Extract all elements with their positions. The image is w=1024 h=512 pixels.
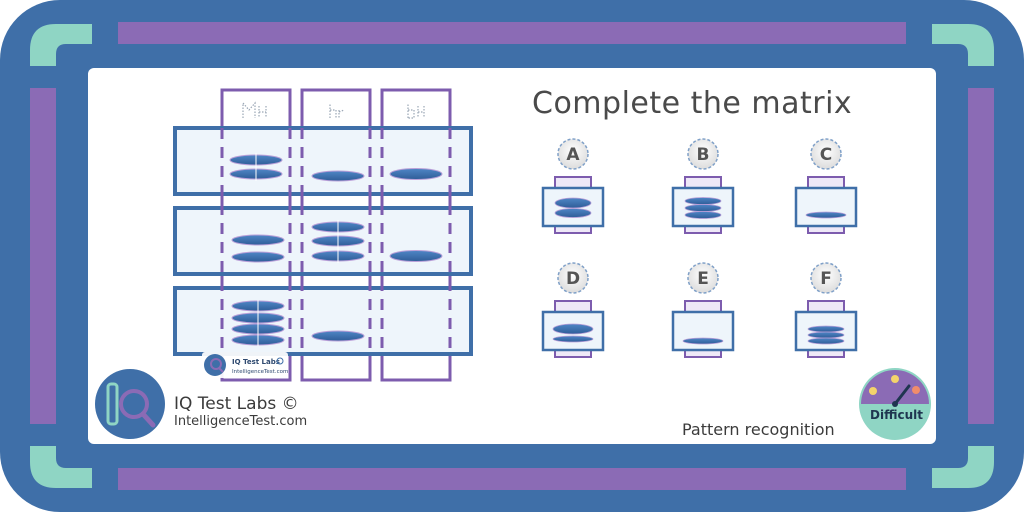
option-disc [554,208,592,218]
option-d[interactable]: D [541,262,605,358]
option-disc [554,197,592,209]
magnifier-logo-icon [95,369,165,439]
matrix-discs [229,153,443,346]
page-title: Complete the matrix [532,86,853,121]
option-label: C [820,145,832,165]
cell-r2-c1 [231,234,285,263]
brand-name: IQ Test Labs © [174,394,299,414]
svg-text:IQ Test Labs: IQ Test Labs [232,358,280,366]
svg-text:IntelligenceTest.com: IntelligenceTest.com [232,369,288,375]
option-disc [684,204,722,212]
option-disc [684,211,722,219]
option-disc [552,335,594,343]
cell-r2-c2 [311,220,365,263]
option-label: A [566,145,580,165]
option-c[interactable]: C [794,138,858,234]
cell-r1-c1 [229,153,283,181]
difficulty-gauge-icon [859,368,931,440]
option-disc [684,197,722,205]
option-e[interactable]: E [671,262,735,358]
option-a[interactable]: A [541,138,605,234]
cell-r3-c2 [311,330,365,342]
puzzle-matrix: IQ Test Labs IntelligenceTest.com [173,88,473,382]
option-label: F [820,269,832,289]
cell-r1-c2 [311,170,365,182]
cell-r3-c1 [231,300,285,346]
brand-site: IntelligenceTest.com [174,414,308,429]
option-f[interactable]: F [794,262,858,358]
option-disc [552,323,594,335]
difficulty-label: Difficult [870,408,923,422]
option-disc [807,331,845,339]
option-disc [805,211,847,219]
option-label: D [566,269,580,289]
cell-r2-c3 [389,250,443,262]
option-label: B [697,145,710,165]
category-label: Pattern recognition [682,420,835,439]
option-label: E [697,269,709,289]
option-disc [807,325,845,333]
option-disc [807,337,845,345]
option-disc [682,337,724,345]
answer-options: A B C D E F [541,138,858,358]
matrix-watermark: IQ Test Labs IntelligenceTest.com [202,352,288,378]
option-b[interactable]: B [671,138,735,234]
cell-r1-c3 [389,168,443,180]
